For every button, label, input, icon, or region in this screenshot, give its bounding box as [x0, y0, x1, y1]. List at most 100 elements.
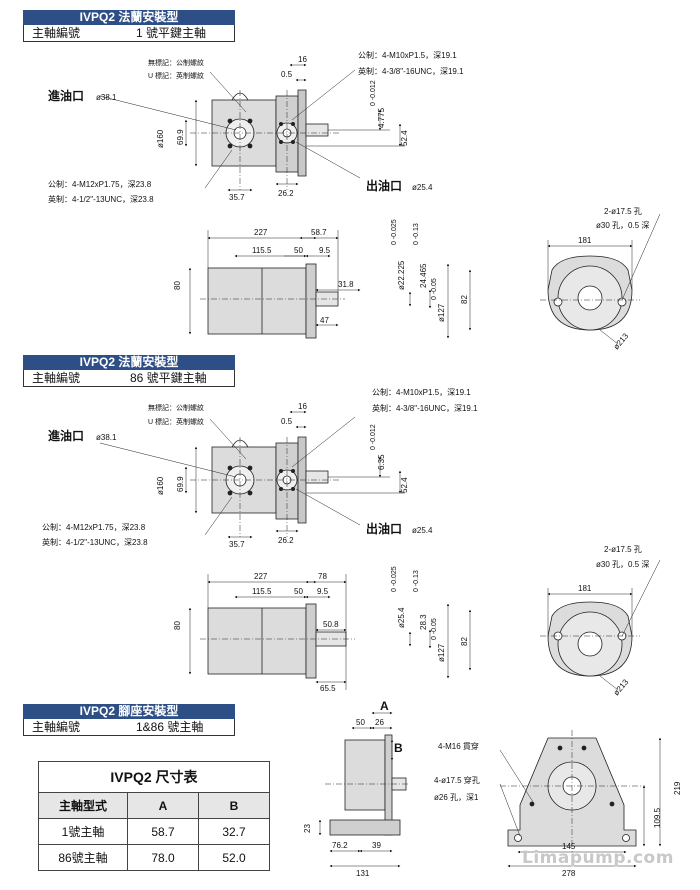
- dim-58-7: 58.7: [311, 228, 327, 237]
- dim-26-2: 26.2: [278, 536, 294, 545]
- dim-shaft-tol: 0 -0.025: [391, 219, 398, 245]
- section-title: IVPQ2 法蘭安裝型: [23, 355, 235, 370]
- table-cell: 52.0: [198, 844, 270, 871]
- dim-80: 80: [173, 281, 182, 290]
- legend-metric: 無標記：公制螺紋: [148, 403, 204, 412]
- shaft-value: 1&86 號主軸: [136, 720, 204, 734]
- dim-78: 78: [318, 572, 327, 581]
- table-row: 86號主軸 78.0 52.0: [38, 844, 270, 871]
- fig2-flange-dims: [547, 559, 661, 691]
- dim-0-5: 0.5: [281, 70, 293, 79]
- inlet-label: 進油口: [48, 88, 84, 103]
- fig3-side-dims: [318, 711, 401, 868]
- table-cell: 32.7: [198, 818, 270, 845]
- dim-278: 278: [562, 869, 576, 878]
- dim-23: 23: [303, 824, 312, 833]
- outlet-label: 出油口: [366, 521, 402, 536]
- dim-key-height: 28.3: [419, 614, 428, 630]
- shaft-row: 主軸編號 86 號平鍵主軸: [23, 370, 235, 387]
- dim-227: 227: [254, 572, 268, 581]
- dim-9-5: 9.5: [317, 587, 329, 596]
- shaft-label: 主軸編號: [32, 720, 81, 734]
- fig3-front-dims: [499, 737, 662, 868]
- dim-A: A: [380, 699, 389, 713]
- legend-imperial: U 標記：英制螺紋: [148, 71, 204, 80]
- fig3-front-labels: 4-M16 貫穿 4-ø17.5 穿孔 ø26 孔，深1 219 109.5 1…: [434, 741, 682, 878]
- dim-80: 80: [173, 621, 182, 630]
- dim-52-4: 52.4: [400, 477, 409, 493]
- shaft-value: 86 號平鍵主軸: [130, 371, 207, 385]
- dim-52-4: 52.4: [400, 130, 409, 146]
- dim-key: 6.35: [377, 454, 386, 470]
- dim-181: 181: [578, 236, 592, 245]
- thread-metric-bot: 公制：4-M12xP1.75，深23.8: [48, 179, 152, 189]
- dim-16: 16: [298, 55, 307, 64]
- dim-181: 181: [578, 584, 592, 593]
- dim-82: 82: [460, 295, 469, 304]
- foot-thread: 4-M16 貫穿: [438, 741, 479, 751]
- dim-shaft: ø25.4: [397, 607, 406, 628]
- dim-115-5: 115.5: [252, 587, 272, 596]
- dim-47: 47: [320, 316, 329, 325]
- flange-holes: 2-ø17.5 孔: [604, 545, 642, 554]
- dim-39: 39: [372, 841, 381, 850]
- dim-227: 227: [254, 228, 268, 237]
- dim-115-5: 115.5: [252, 246, 272, 255]
- inlet-dia: ø38.1: [96, 433, 117, 442]
- dim-65-5: 65.5: [320, 684, 336, 693]
- flange-counterbore: ø30 孔，0.5 深: [596, 221, 649, 230]
- dim-shaft: ø22.225: [397, 260, 406, 290]
- dim-key: 4.775: [377, 107, 386, 128]
- flange-counterbore: ø30 孔，0.5 深: [596, 560, 649, 569]
- fig1-flange-dims: [547, 213, 661, 345]
- table-header: 主軸型式: [38, 792, 128, 819]
- inlet-label: 進油口: [48, 428, 84, 443]
- shaft-label: 主軸編號: [32, 26, 81, 40]
- dim-B: B: [394, 741, 403, 755]
- fig2-front-dims: [99, 410, 405, 539]
- fig1-side-dims: [188, 230, 472, 339]
- outlet-label: 出油口: [366, 178, 402, 193]
- legend-metric: 無標記：公制螺紋: [148, 58, 204, 67]
- dim-0-5: 0.5: [281, 417, 293, 426]
- fig3-front-view: [500, 730, 645, 852]
- thread-metric-top: 公制：4-M10xP1.5，深19.1: [372, 387, 471, 397]
- dim-26-2: 26.2: [278, 189, 294, 198]
- dim-pilot: ø127: [437, 643, 446, 662]
- table-header: B: [198, 792, 270, 819]
- dim-160: ø160: [156, 129, 165, 148]
- dim-26: 26: [375, 718, 384, 727]
- dim-key-height: 24.465: [419, 263, 428, 288]
- watermark: Limapump.com: [522, 848, 674, 868]
- table-cell: 58.7: [127, 818, 199, 845]
- table-cell: 86號主軸: [38, 844, 128, 871]
- dim-109-5: 109.5: [653, 807, 662, 828]
- dim-69-9: 69.9: [176, 476, 185, 492]
- table-title: IVPQ2 尺寸表: [38, 761, 270, 793]
- fig1-side-view: [200, 263, 345, 339]
- fig1-front-labels: 無標記：公制螺紋 U 標記：英制螺紋 公制：4-M10xP1.5，深19.1 英…: [48, 50, 464, 204]
- thread-imperial-top: 英制：4-3/8"-16UNC，深19.1: [358, 66, 464, 76]
- table-header-row: 主軸型式 A B: [38, 792, 270, 819]
- thread-imperial-top: 英制：4-3/8"-16UNC，深19.1: [372, 403, 478, 413]
- dim-76-2: 76.2: [332, 841, 348, 850]
- flange-holes: 2-ø17.5 孔: [604, 207, 642, 216]
- fig2-side-view: [200, 603, 355, 679]
- dim-50-8: 50.8: [323, 620, 339, 629]
- dim-35-7: 35.7: [229, 193, 245, 202]
- dim-shaft-tol: 0 -0.025: [391, 566, 398, 592]
- dim-69-9: 69.9: [176, 129, 185, 145]
- dim-213: ø213: [612, 677, 631, 697]
- inlet-dia: ø38.1: [96, 93, 117, 102]
- dim-31-8: 31.8: [338, 280, 354, 289]
- legend-imperial: U 標記：英制螺紋: [148, 417, 204, 426]
- table-cell: 78.0: [127, 844, 199, 871]
- dim-50: 50: [294, 246, 303, 255]
- dim-145: 145: [562, 842, 576, 851]
- dim-pilot-tol: 0 -0.05: [431, 278, 438, 300]
- fig3-side-view: [325, 734, 410, 836]
- fig2-side-labels: 227 78 115.5 50 9.5 80 50.8 65.5 ø25.4 0…: [173, 566, 469, 693]
- dim-50: 50: [356, 718, 365, 727]
- thread-imperial-bot: 英制：4-1/2"-13UNC，深23.8: [42, 537, 148, 547]
